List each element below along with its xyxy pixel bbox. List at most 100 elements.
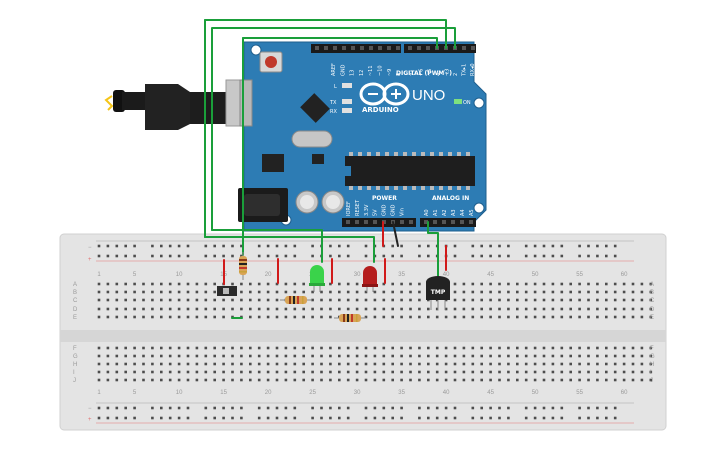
- breadboard-hole[interactable]: [418, 370, 421, 374]
- breadboard-hole[interactable]: [293, 416, 297, 420]
- breadboard-hole[interactable]: [605, 244, 608, 248]
- breadboard-hole[interactable]: [106, 346, 110, 350]
- breadboard-hole[interactable]: [106, 416, 110, 420]
- breadboard-hole[interactable]: [231, 346, 234, 350]
- breadboard-hole[interactable]: [204, 346, 208, 350]
- breadboard-hole[interactable]: [133, 378, 136, 382]
- breadboard-hole[interactable]: [133, 282, 136, 286]
- breadboard-hole[interactable]: [284, 244, 288, 248]
- breadboard-hole[interactable]: [551, 406, 555, 410]
- breadboard-hole[interactable]: [240, 416, 243, 420]
- breadboard-hole[interactable]: [533, 254, 537, 258]
- breadboard-hole[interactable]: [640, 315, 644, 319]
- breadboard-hole[interactable]: [578, 254, 581, 258]
- breadboard-hole[interactable]: [231, 416, 234, 420]
- breadboard-hole[interactable]: [569, 370, 572, 374]
- breadboard-hole[interactable]: [391, 244, 394, 248]
- breadboard-hole[interactable]: [471, 346, 475, 350]
- breadboard-hole[interactable]: [613, 370, 617, 374]
- breadboard-hole[interactable]: [338, 354, 341, 358]
- breadboard-hole[interactable]: [480, 290, 483, 294]
- breadboard-hole[interactable]: [649, 290, 653, 294]
- breadboard-hole[interactable]: [569, 315, 572, 319]
- breadboard-hole[interactable]: [453, 290, 457, 294]
- breadboard-hole[interactable]: [151, 298, 154, 302]
- breadboard-hole[interactable]: [240, 370, 243, 374]
- breadboard-hole[interactable]: [151, 406, 154, 410]
- breadboard-hole[interactable]: [596, 378, 599, 382]
- breadboard-hole[interactable]: [142, 378, 145, 382]
- wire-green-pin5[interactable]: [242, 37, 438, 49]
- breadboard-hole[interactable]: [418, 290, 421, 294]
- breadboard-hole[interactable]: [444, 307, 448, 311]
- breadboard-hole[interactable]: [240, 307, 243, 311]
- breadboard-hole[interactable]: [471, 406, 475, 410]
- breadboard-hole[interactable]: [168, 406, 172, 410]
- breadboard-hole[interactable]: [569, 354, 572, 358]
- breadboard-hole[interactable]: [329, 362, 332, 366]
- breadboard-hole[interactable]: [605, 254, 608, 258]
- breadboard-hole[interactable]: [106, 298, 110, 302]
- breadboard-hole[interactable]: [596, 416, 599, 420]
- breadboard-hole[interactable]: [249, 354, 252, 358]
- breadboard-hole[interactable]: [587, 346, 590, 350]
- breadboard-hole[interactable]: [480, 362, 483, 366]
- breadboard-hole[interactable]: [115, 282, 119, 286]
- breadboard-hole[interactable]: [177, 298, 181, 302]
- breadboard-hole[interactable]: [542, 416, 546, 420]
- breadboard-hole[interactable]: [498, 378, 501, 382]
- breadboard-hole[interactable]: [364, 416, 368, 420]
- breadboard-hole[interactable]: [444, 362, 448, 366]
- breadboard-hole[interactable]: [240, 346, 243, 350]
- breadboard-hole[interactable]: [231, 370, 234, 374]
- breadboard-hole[interactable]: [605, 315, 608, 319]
- breadboard-hole[interactable]: [231, 244, 234, 248]
- breadboard-hole[interactable]: [382, 282, 386, 286]
- breadboard-hole[interactable]: [160, 406, 163, 410]
- breadboard-hole[interactable]: [542, 346, 546, 350]
- breadboard-hole[interactable]: [427, 254, 430, 258]
- breadboard-hole[interactable]: [418, 346, 421, 350]
- breadboard-hole[interactable]: [533, 307, 537, 311]
- breadboard-hole[interactable]: [605, 416, 608, 420]
- breadboard-hole[interactable]: [151, 244, 154, 248]
- breadboard-hole[interactable]: [151, 362, 154, 366]
- wire-green-pin2[interactable]: [211, 27, 456, 231]
- breadboard-hole[interactable]: [204, 370, 208, 374]
- breadboard-hole[interactable]: [177, 406, 181, 410]
- breadboard-hole[interactable]: [622, 354, 626, 358]
- breadboard-hole[interactable]: [168, 282, 172, 286]
- breadboard-hole[interactable]: [382, 298, 386, 302]
- breadboard-hole[interactable]: [204, 298, 208, 302]
- breadboard-hole[interactable]: [213, 378, 216, 382]
- wire-black-gnd[interactable]: [392, 221, 399, 247]
- breadboard-hole[interactable]: [587, 254, 590, 258]
- breadboard-hole[interactable]: [382, 416, 386, 420]
- breadboard-hole[interactable]: [97, 244, 101, 248]
- breadboard-hole[interactable]: [622, 370, 626, 374]
- breadboard-hole[interactable]: [489, 346, 492, 350]
- breadboard-hole[interactable]: [168, 362, 172, 366]
- breadboard-hole[interactable]: [346, 346, 350, 350]
- breadboard-hole[interactable]: [533, 370, 537, 374]
- breadboard-hole[interactable]: [115, 244, 119, 248]
- breadboard-hole[interactable]: [471, 298, 475, 302]
- breadboard-hole[interactable]: [613, 315, 617, 319]
- breadboard-hole[interactable]: [124, 346, 127, 350]
- breadboard-hole[interactable]: [435, 362, 439, 366]
- breadboard-hole[interactable]: [542, 362, 546, 366]
- breadboard-hole[interactable]: [222, 354, 225, 358]
- breadboard-hole[interactable]: [622, 362, 626, 366]
- breadboard-hole[interactable]: [177, 346, 181, 350]
- breadboard-hole[interactable]: [391, 406, 394, 410]
- breadboard-hole[interactable]: [453, 406, 457, 410]
- breadboard-hole[interactable]: [489, 282, 492, 286]
- breadboard-hole[interactable]: [542, 244, 546, 248]
- breadboard-hole[interactable]: [560, 354, 564, 358]
- breadboard-hole[interactable]: [596, 290, 599, 294]
- breadboard-hole[interactable]: [115, 378, 119, 382]
- breadboard-hole[interactable]: [177, 307, 181, 311]
- breadboard-hole[interactable]: [507, 307, 510, 311]
- breadboard-hole[interactable]: [533, 406, 537, 410]
- resistor-horizontal[interactable]: [280, 296, 312, 304]
